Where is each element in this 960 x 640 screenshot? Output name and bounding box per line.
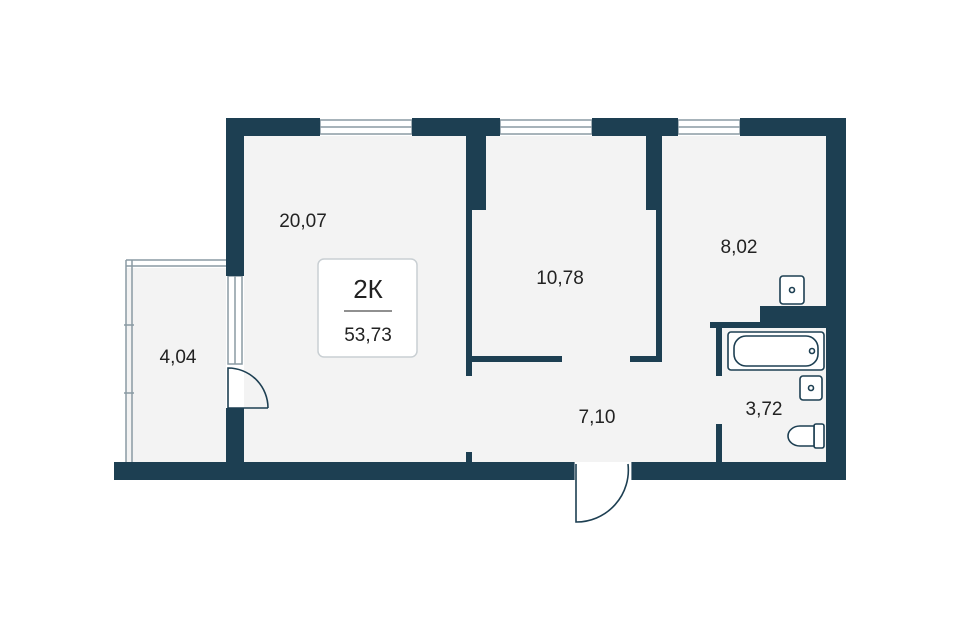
balcony-railing	[124, 259, 226, 462]
toilet	[787, 423, 825, 449]
room-area-hall: 7,10	[579, 407, 616, 428]
balcony-door	[227, 367, 269, 409]
washbasin	[799, 375, 823, 401]
kitchen-sink	[779, 275, 805, 305]
apartment-badge: 2К 53,73	[317, 258, 418, 358]
room-area-bathroom: 3,72	[746, 399, 783, 420]
bathtub	[727, 331, 825, 371]
room-area-living: 20,07	[279, 211, 327, 232]
room-area-balcony: 4,04	[160, 347, 197, 368]
room-area-kitchen: 8,02	[721, 237, 758, 258]
apartment-type: 2К	[353, 274, 383, 304]
room-area-bedroom: 10,78	[536, 268, 584, 289]
entrance-door	[575, 463, 630, 523]
apartment-total-area: 53,73	[344, 325, 392, 346]
doors	[227, 367, 633, 523]
walls	[114, 118, 846, 480]
